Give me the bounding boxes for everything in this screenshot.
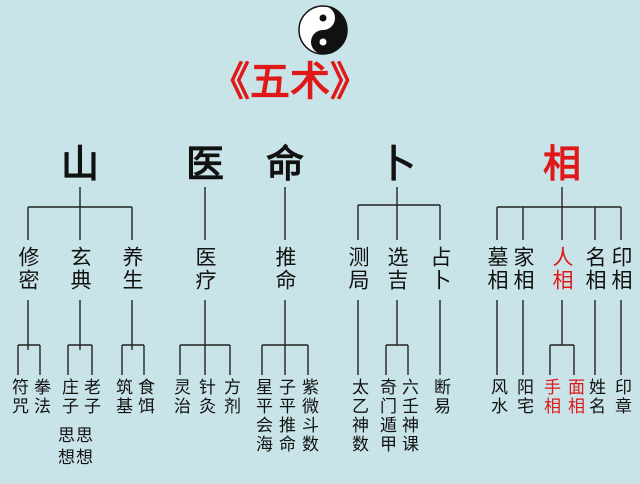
leaf-shouxiang: 手相 — [540, 378, 560, 416]
sub-yinxiang: 印相 — [609, 246, 633, 292]
sub-xuandian: 玄典 — [68, 246, 92, 292]
leaf-yinzhang: 印章 — [611, 378, 631, 416]
sub-xuanji: 选吉 — [385, 246, 409, 292]
leaf-xingping: 星平会海 — [252, 378, 272, 454]
sub-muxiang: 墓相 — [485, 246, 509, 292]
leaf-sixiang-1: 思思 — [58, 426, 94, 446]
leaf-ziwei: 紫微斗数 — [298, 378, 318, 454]
branch-xiang: 相 — [543, 141, 582, 186]
sub-mingxiang: 名相 — [583, 246, 607, 292]
yin-yang-icon — [298, 5, 348, 55]
leaf-laozi: 老子 — [80, 378, 100, 416]
sub-renxiang: 人相 — [550, 246, 574, 292]
leaf-quanfa: 拳法 — [30, 378, 50, 416]
diagram-title: 《五术》 — [210, 58, 370, 105]
leaf-shier: 食饵 — [134, 378, 154, 416]
leaf-fengshui: 风水 — [487, 378, 507, 416]
leaf-fangji: 方剂 — [220, 378, 240, 416]
leaf-fuzhou: 符咒 — [8, 378, 28, 416]
leaf-duanyi: 断易 — [430, 378, 450, 416]
sub-zhanbu: 占卜 — [428, 246, 452, 292]
branch-shan: 山 — [61, 141, 100, 186]
branch-ming: 命 — [266, 141, 305, 186]
sub-ceju: 测局 — [346, 246, 370, 292]
leaf-zhuangzi: 庄子 — [58, 378, 78, 416]
leaf-taiyi: 太乙神数 — [348, 378, 368, 454]
leaf-ziping: 子平推命 — [275, 378, 295, 454]
leaf-mianxiang: 面相 — [564, 378, 584, 416]
leaf-qimen: 奇门遁甲 — [376, 378, 396, 454]
leaf-zhenjiu: 针灸 — [195, 378, 215, 416]
sub-yiliao: 医疗 — [193, 246, 217, 292]
leaf-yangzhai: 阳宅 — [513, 378, 533, 416]
sub-tuiming: 推命 — [273, 246, 297, 292]
sub-jiaxiang: 家相 — [511, 246, 535, 292]
leaf-sixiang-2: 想想 — [58, 448, 94, 468]
leaf-lingzhi: 灵治 — [170, 378, 190, 416]
sub-yangsheng: 养生 — [120, 246, 144, 292]
leaf-zhuji: 筑基 — [112, 378, 132, 416]
branch-yi: 医 — [186, 141, 225, 186]
sub-xiumi: 修密 — [16, 246, 40, 292]
leaf-xingming: 姓名 — [585, 378, 605, 416]
leaf-liuren: 六壬神课 — [398, 378, 418, 454]
branch-bu: 卜 — [378, 141, 417, 186]
